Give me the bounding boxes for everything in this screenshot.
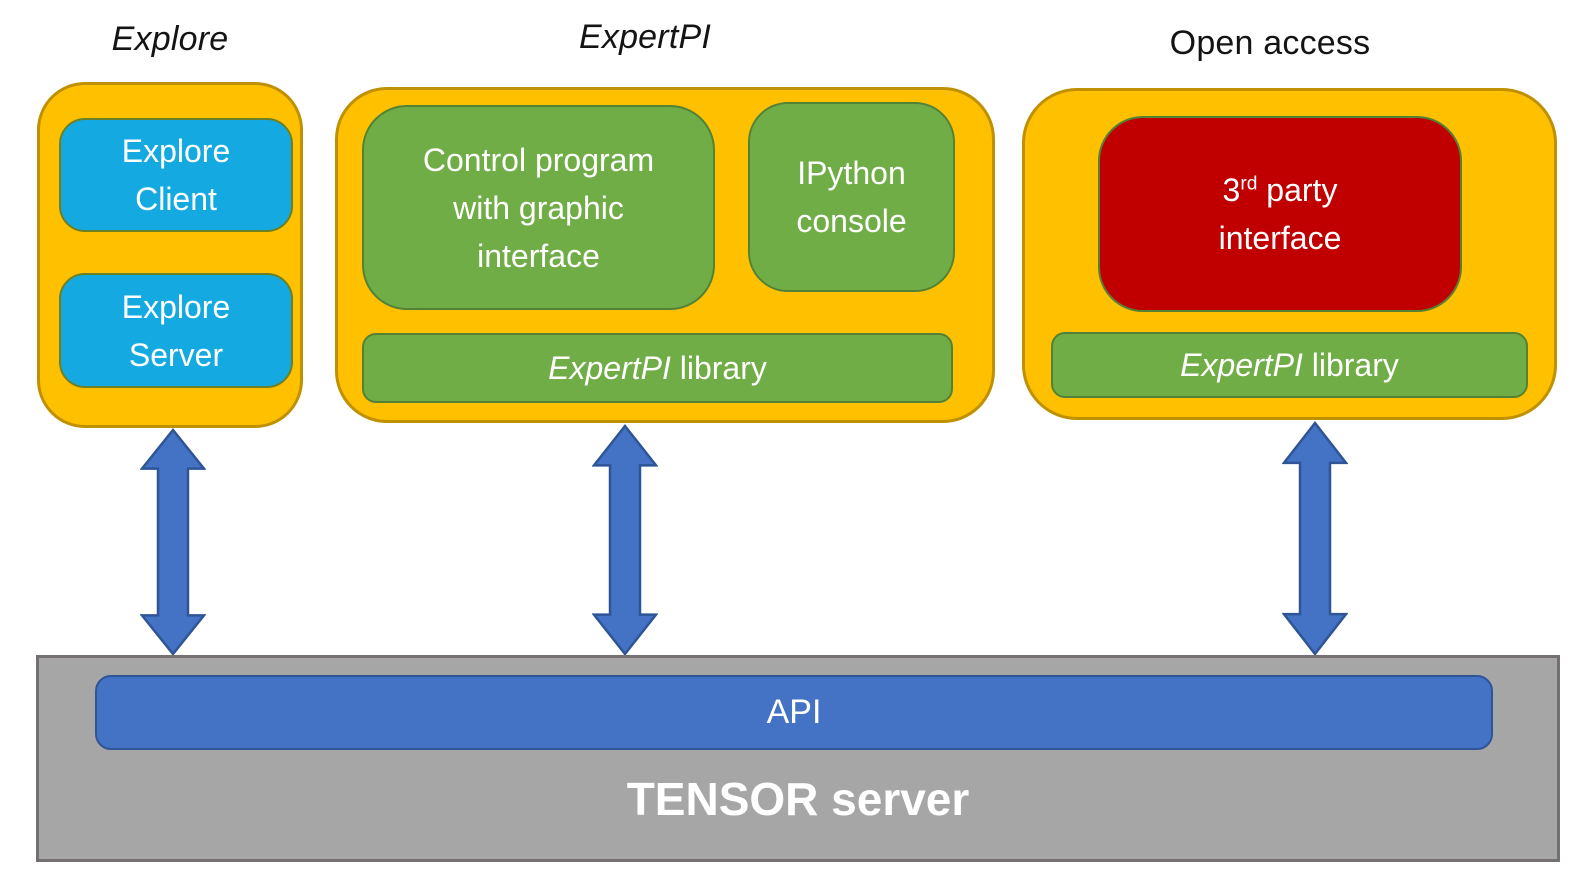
explore-client-box: Explore Client	[59, 118, 293, 232]
expertpi-library-suffix: library	[670, 350, 767, 386]
open-access-library-suffix: library	[1302, 347, 1399, 383]
control-program-box: Control program with graphic interface	[362, 105, 715, 310]
expertpi-library-name: ExpertPI	[548, 350, 671, 386]
open-access-to-server-arrow-icon	[1282, 421, 1348, 656]
explore-to-server-arrow-icon	[140, 428, 206, 656]
expertpi-section-title: ExpertPI	[579, 18, 711, 56]
open-access-section-title: Open access	[1169, 24, 1371, 62]
third-party-interface-box: 3rd party interface	[1098, 116, 1462, 312]
third-party-base: 3	[1222, 172, 1241, 208]
open-access-library-name: ExpertPI	[1180, 347, 1303, 383]
explore-server-box: Explore Server	[59, 273, 293, 388]
expertpi-to-server-arrow-icon	[592, 424, 658, 656]
ipython-console-box: IPython console	[748, 102, 955, 292]
expertpi-library-bar: ExpertPI library	[362, 333, 953, 403]
tensor-server-label: TENSOR server	[626, 773, 970, 825]
api-bar: API	[95, 675, 1493, 750]
open-access-library-bar: ExpertPI library	[1051, 332, 1528, 398]
third-party-rest: party interface	[1218, 172, 1342, 256]
explore-section-title: Explore	[111, 20, 229, 58]
third-party-ordinal: rd	[1240, 173, 1258, 195]
